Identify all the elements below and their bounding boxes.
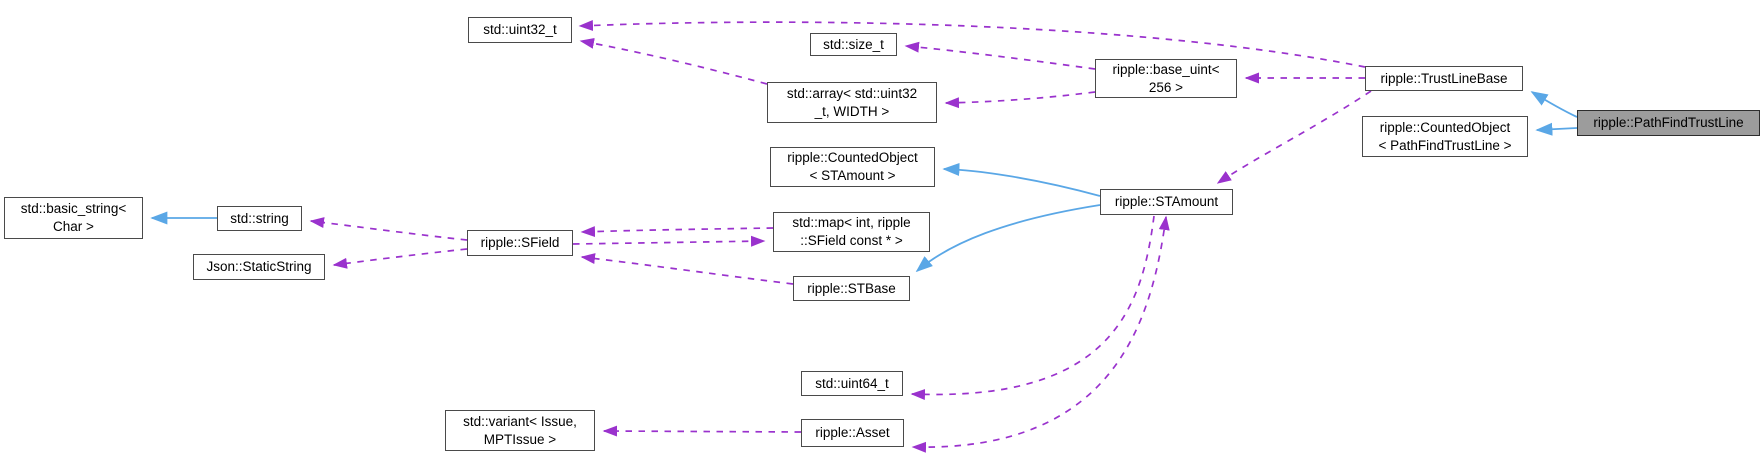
edge-inherits-stamount-to-stbase: [915, 204, 1101, 273]
class-node-label: Json::StaticString: [206, 259, 312, 274]
edge-uses-base-uint-to-std-size_t: [904, 41, 1096, 70]
class-node-label: ripple::CountedObject: [787, 150, 918, 165]
edge-uses-std-array-to-std-uint32_t: [579, 37, 768, 85]
class-node-label: ripple::CountedObject: [1379, 119, 1511, 135]
class-node-label: ::SField const * >: [800, 233, 903, 248]
edge-uses-trustlinebase-to-stamount: [1216, 90, 1372, 184]
edge-uses-sfield-to-json-staticstring: [332, 248, 468, 269]
edge-uses-std-map-to-sfield: [580, 226, 774, 238]
class-node-asset[interactable]: ripple::Asset: [801, 419, 904, 447]
class-node-std-array: std::array< std::uint32_t, WIDTH >: [767, 82, 937, 123]
class-node-std-variant: std::variant< Issue,MPTIssue >: [445, 410, 595, 451]
class-node-label: 256 >: [1148, 79, 1184, 95]
edge-uses-base-uint-to-std-array: [944, 91, 1096, 109]
class-node-label: std::variant< Issue,: [463, 413, 577, 429]
class-node-std-map: std::map< int, ripple::SField const * >: [773, 212, 930, 252]
class-node-countedobject-stamount[interactable]: ripple::CountedObject< STAmount >: [770, 147, 935, 187]
class-node-label: ripple::STAmount: [1114, 194, 1219, 209]
class-node-label: MPTIssue >: [483, 431, 557, 447]
class-node-base-uint[interactable]: ripple::base_uint<256 >: [1095, 59, 1237, 98]
class-node-std-uint32_t: std::uint32_t: [468, 17, 572, 43]
class-node-trustlinebase[interactable]: ripple::TrustLineBase: [1365, 66, 1523, 91]
class-node-label: std::map< int, ripple: [792, 215, 911, 230]
edge-uses-asset-to-std-variant: [602, 425, 802, 437]
class-node-label: ripple::base_uint<: [1112, 61, 1220, 77]
class-node-label: < STAmount >: [809, 168, 896, 183]
edge-inherits-stamount-to-countedobject-stamount: [942, 163, 1101, 197]
class-node-label: ripple::PathFindTrustLine: [1593, 115, 1744, 130]
class-node-stbase[interactable]: ripple::STBase: [793, 276, 910, 301]
class-node-label: _t, WIDTH >: [814, 103, 890, 119]
class-node-label: ripple::Asset: [815, 425, 890, 440]
class-node-label: Char >: [53, 219, 94, 234]
class-node-countedobject-pathfindtrustline[interactable]: ripple::CountedObject< PathFindTrustLine…: [1362, 116, 1528, 157]
edge-uses-sfield-to-std-string: [309, 217, 468, 241]
class-node-label: ripple::STBase: [807, 280, 896, 296]
class-node-label: std::string: [230, 210, 289, 226]
class-node-json-staticstring[interactable]: Json::StaticString: [193, 254, 325, 280]
edge-inherits-pathfindtrustline-to-trustlinebase: [1530, 91, 1578, 118]
edge-uses-stamount-to-std-uint64_t: [910, 215, 1155, 401]
class-node-label: < PathFindTrustLine >: [1378, 137, 1512, 153]
class-node-label: ripple::SField: [480, 235, 560, 250]
edge-uses-stbase-to-sfield: [580, 253, 794, 285]
class-node-std-string: std::string: [217, 206, 302, 231]
class-node-label: ripple::TrustLineBase: [1380, 70, 1508, 86]
class-node-stamount[interactable]: ripple::STAmount: [1100, 189, 1233, 215]
class-node-label: std::uint32_t: [483, 22, 557, 37]
class-node-std-size_t: std::size_t: [810, 33, 897, 56]
edge-uses-stamount-to-asset: [911, 215, 1170, 453]
class-node-label: std::array< std::uint32: [786, 85, 918, 101]
class-node-pathfindtrustline: ripple::PathFindTrustLine: [1577, 110, 1760, 136]
edge-uses-trustlinebase-to-std-uint32_t: [578, 19, 1366, 68]
class-node-std-uint64_t: std::uint64_t: [801, 371, 903, 396]
edge-inherits-pathfindtrustline-to-countedobject-pathfindtrustline: [1535, 122, 1578, 136]
class-node-label: std::size_t: [823, 36, 884, 52]
class-node-sfield[interactable]: ripple::SField: [467, 230, 573, 256]
edge-uses-sfield-to-std-map: [572, 235, 766, 247]
class-node-label: std::basic_string<: [20, 201, 127, 216]
class-node-std-basic_string: std::basic_string<Char >: [4, 197, 143, 239]
class-node-label: std::uint64_t: [815, 375, 889, 391]
